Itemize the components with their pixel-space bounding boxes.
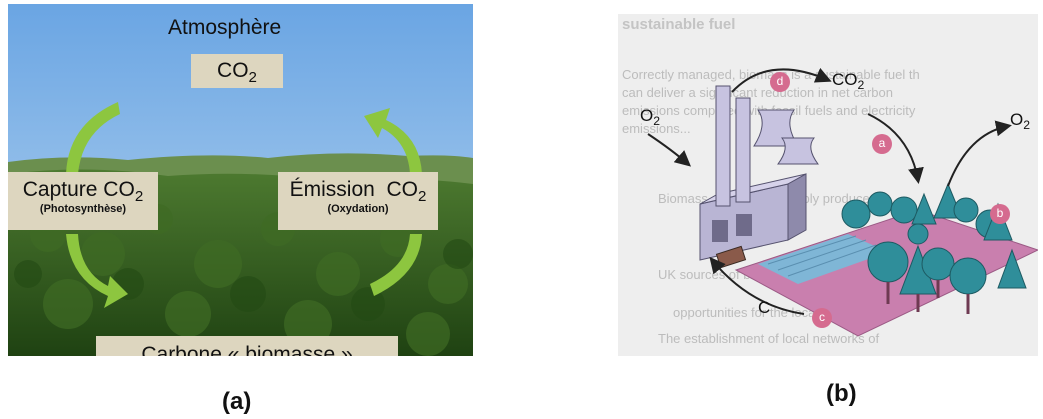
biomass-cycle-illustration — [647, 67, 1038, 337]
carbon-label: C — [758, 298, 771, 317]
arrow-o2-to-factory — [647, 133, 692, 167]
co2-text: CO — [217, 59, 249, 82]
co2-label: CO2 — [832, 70, 865, 92]
o2-left-subscript: 2 — [653, 113, 661, 128]
co2-subscript: 2 — [248, 68, 257, 86]
emission-title: Émission CO2 — [278, 178, 438, 205]
marker-d: d — [770, 72, 790, 92]
arrow-capture-to-biomass — [66, 234, 128, 308]
o2-left-text: O — [640, 106, 654, 125]
marker-b: b — [990, 204, 1010, 224]
panel-a-carbon-cycle-photo: Atmosphère CO2 Capture CO2 (Photosynthès… — [8, 4, 473, 356]
arrow-emission-to-atmosphere — [364, 108, 422, 174]
faint-title: sustainable fuel — [622, 16, 736, 33]
panel-b-biomass-illustration: sustainable fuel Correctly managed, biom… — [618, 14, 1038, 356]
caption-b: (b) — [826, 380, 857, 407]
arrow-factory-to-co2 — [731, 67, 832, 93]
tree-shadow-texture — [14, 239, 473, 321]
o2-right-label: O2 — [1010, 110, 1031, 132]
arrow-carbon-to-factory — [709, 256, 805, 315]
co2-atmosphere-box: CO2 — [191, 54, 283, 88]
emission-box: Émission CO2 (Oxydation) — [278, 172, 438, 230]
emission-note: (Oxydation) — [327, 203, 389, 215]
capture-note: (Photosynthèse) — [39, 203, 127, 215]
crop-field — [758, 234, 888, 284]
o2-right-subscript: 2 — [1023, 117, 1031, 132]
faint-line-4: emissions... — [622, 121, 691, 136]
capture-title: Capture CO2 — [8, 178, 158, 205]
marker-c: c — [812, 308, 832, 328]
faint-line-1: Correctly managed, biomass is a sustaina… — [622, 67, 920, 82]
arrow-trees-to-o2 — [947, 120, 1012, 187]
factory — [699, 85, 819, 261]
trees — [841, 182, 1027, 295]
faint-bullet-4: The establishment of local networks of — [658, 331, 880, 346]
capture-subscript: 2 — [134, 187, 144, 205]
co2-b-subscript: 2 — [857, 77, 865, 92]
arrow-atmosphere-to-capture — [66, 102, 120, 174]
faint-line-2: can deliver a significant reduction in n… — [622, 85, 893, 100]
arrow-biomass-to-emission — [370, 234, 422, 296]
biomass-text: Carbone « biomasse » — [141, 343, 353, 356]
co2-b-text: CO — [832, 70, 858, 89]
crop-rows — [767, 235, 877, 277]
marker-a: a — [872, 134, 892, 154]
atmosphere-label: Atmosphère — [168, 16, 282, 39]
tree-trunks — [886, 280, 970, 314]
emission-text: Émission CO — [289, 178, 418, 201]
arrow-co2-to-trees — [867, 113, 924, 184]
o2-right-text: O — [1010, 110, 1024, 129]
emission-subscript: 2 — [417, 187, 427, 205]
caption-a: (a) — [222, 388, 252, 415]
capture-box: Capture CO2 (Photosynthèse) — [8, 172, 158, 230]
o2-left-label: O2 — [640, 106, 661, 128]
biomass-box: Carbone « biomasse » — [96, 336, 398, 356]
capture-text: Capture CO — [22, 178, 135, 201]
